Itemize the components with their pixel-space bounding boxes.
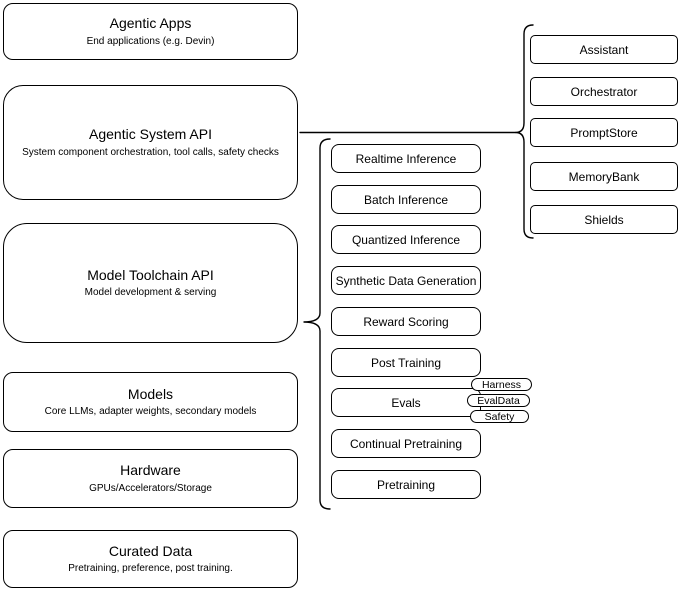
node-subtitle: Core LLMs, adapter weights, secondary mo… xyxy=(44,406,257,418)
node-model-toolchain-api: Model Toolchain API Model development & … xyxy=(3,223,298,343)
node-curated-data: Curated Data Pretraining, preference, po… xyxy=(3,530,298,588)
toolchain-item-continual-pretraining: Continual Pretraining xyxy=(331,429,481,458)
toolchain-item-post-training: Post Training xyxy=(331,348,481,377)
toolchain-brace xyxy=(303,138,331,510)
toolchain-item-quantized-inference: Quantized Inference xyxy=(331,225,481,254)
toolchain-item-evals: Evals xyxy=(331,388,481,417)
component-promptstore: PromptStore xyxy=(530,118,678,147)
node-hardware: Hardware GPUs/Accelerators/Storage xyxy=(3,449,298,508)
node-agentic-system-api: Agentic System API System component orch… xyxy=(3,85,298,200)
evals-badge-harness: Harness xyxy=(471,378,532,391)
node-subtitle: System component orchestration, tool cal… xyxy=(22,146,279,158)
node-subtitle: End applications (e.g. Devin) xyxy=(86,35,215,47)
node-subtitle: GPUs/Accelerators/Storage xyxy=(89,482,212,494)
node-subtitle: Pretraining, preference, post training. xyxy=(68,563,233,575)
component-memorybank: MemoryBank xyxy=(530,162,678,191)
toolchain-item-synthetic-data-generation: Synthetic Data Generation xyxy=(331,266,481,295)
component-orchestrator: Orchestrator xyxy=(530,77,678,106)
evals-badge-safety: Safety xyxy=(470,410,529,423)
node-title: Agentic Apps xyxy=(109,15,192,32)
toolchain-item-pretraining: Pretraining xyxy=(331,470,481,499)
node-title: Model Toolchain API xyxy=(87,266,214,283)
evals-badge-evaldata: EvalData xyxy=(467,394,530,407)
node-title: Models xyxy=(127,385,174,402)
component-shields: Shields xyxy=(530,205,678,234)
toolchain-item-reward-scoring: Reward Scoring xyxy=(331,307,481,336)
component-assistant: Assistant xyxy=(530,35,678,64)
node-subtitle: Model development & serving xyxy=(84,287,217,299)
node-title: Curated Data xyxy=(108,542,193,559)
toolchain-item-realtime-inference: Realtime Inference xyxy=(331,144,481,173)
node-models: Models Core LLMs, adapter weights, secon… xyxy=(3,372,298,432)
toolchain-item-batch-inference: Batch Inference xyxy=(331,185,481,214)
node-title: Agentic System API xyxy=(89,126,212,143)
node-title: Hardware xyxy=(120,462,181,479)
node-agentic-apps: Agentic Apps End applications (e.g. Devi… xyxy=(3,3,298,60)
